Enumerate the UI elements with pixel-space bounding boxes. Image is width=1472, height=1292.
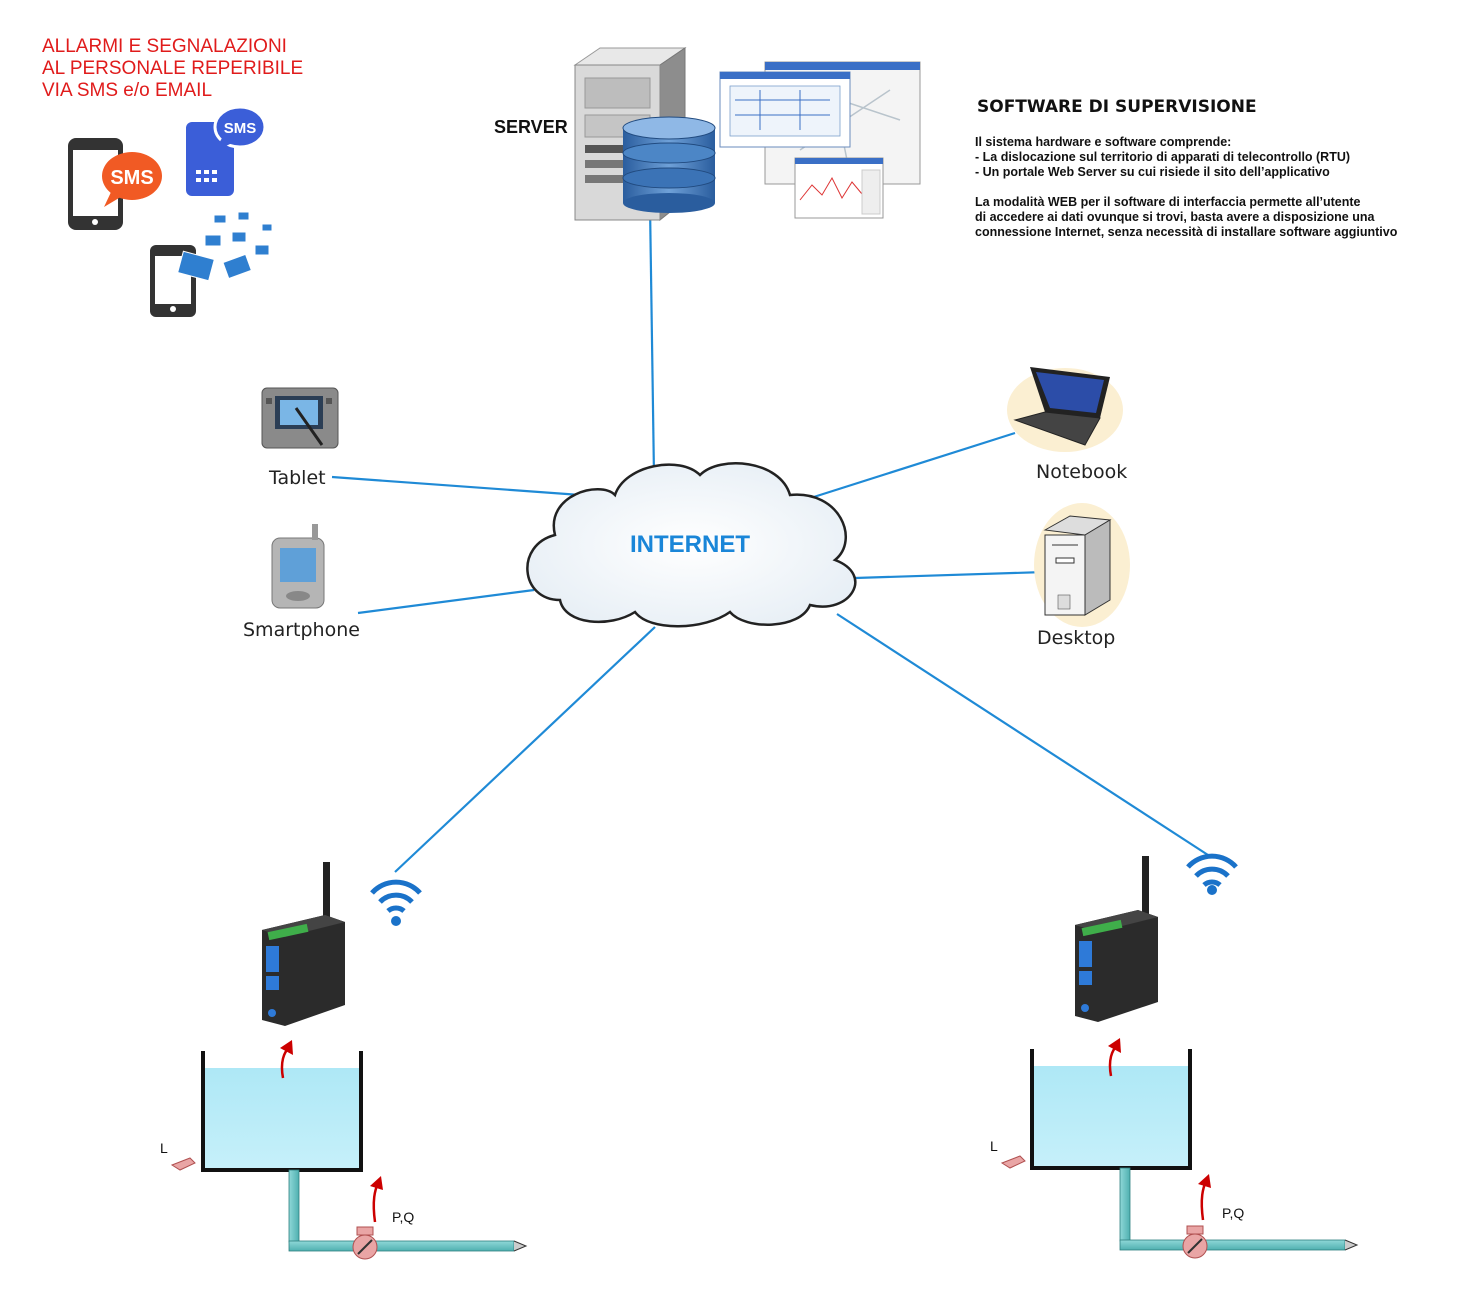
wifi-dot-right (1207, 885, 1217, 895)
software-line: connessione Internet, senza necessità di… (975, 225, 1398, 239)
level-label-right: L (990, 1138, 998, 1154)
software-line: - La dislocazione sul territorio di appa… (975, 150, 1351, 164)
alerts-title: ALLARMI E SEGNALAZIONI AL PERSONALE REPE… (42, 36, 303, 102)
internet-label: INTERNET (630, 531, 750, 558)
software-line: - Un portale Web Server su cui risiede i… (975, 165, 1330, 179)
smartphone-label: Smartphone (243, 619, 360, 641)
rtu-device-left (262, 862, 345, 1026)
software-screenshots (719, 61, 921, 219)
level-label-left: L (160, 1140, 168, 1156)
software-line (975, 180, 1397, 195)
software-description: Il sistema hardware e software comprende… (975, 135, 1397, 240)
alerts-line: ALLARMI E SEGNALAZIONI (42, 36, 287, 57)
server-label: SERVER (494, 117, 568, 137)
notebook-label: Notebook (1036, 461, 1128, 483)
notebook-icon (1007, 367, 1123, 452)
wifi-icon-left (370, 879, 422, 914)
link-rtu2-internet (836, 613, 1209, 856)
desktop-icon (1034, 503, 1130, 627)
link-rtu1-internet (394, 626, 656, 873)
database-icon (622, 116, 716, 213)
sms-mobile-icon (186, 105, 267, 196)
link-server-internet (648, 204, 656, 477)
email-phone-icon (150, 211, 273, 317)
internet-cloud (526, 462, 857, 628)
tablet-icon (261, 387, 339, 449)
software-line: La modalità WEB per il software di inter… (975, 195, 1361, 209)
network-links (331, 204, 1209, 873)
desktop-label: Desktop (1037, 627, 1116, 649)
water-station-left (170, 1040, 528, 1260)
link-notebook-internet (797, 431, 1016, 504)
rtu-device-right (1075, 856, 1158, 1022)
link-smartphone-internet (357, 588, 535, 615)
water-station-right (1000, 1038, 1359, 1259)
tablet-label: Tablet (269, 467, 326, 489)
sms-phone-icon (68, 138, 162, 230)
link-desktop-internet (854, 570, 1046, 580)
wifi-dot-left (391, 916, 401, 926)
alerts-line: VIA SMS e/o EMAIL (42, 80, 213, 101)
sms-badge-1: SMS (110, 167, 153, 189)
software-title: SOFTWARE DI SUPERVISIONE (977, 97, 1257, 117)
software-line: Il sistema hardware e software comprende… (975, 135, 1232, 149)
wifi-icon-right (1186, 853, 1238, 888)
pressure-flow-label-left: P,Q (392, 1209, 415, 1225)
smartphone-icon (271, 524, 325, 609)
link-tablet-internet (331, 475, 609, 499)
sms-badge-2: SMS (224, 120, 257, 137)
alerts-line: AL PERSONALE REPERIBILE (42, 58, 304, 79)
software-line: di accedere ai dati ovunque si trovi, ba… (975, 210, 1375, 224)
pressure-flow-label-right: P,Q (1222, 1205, 1245, 1221)
